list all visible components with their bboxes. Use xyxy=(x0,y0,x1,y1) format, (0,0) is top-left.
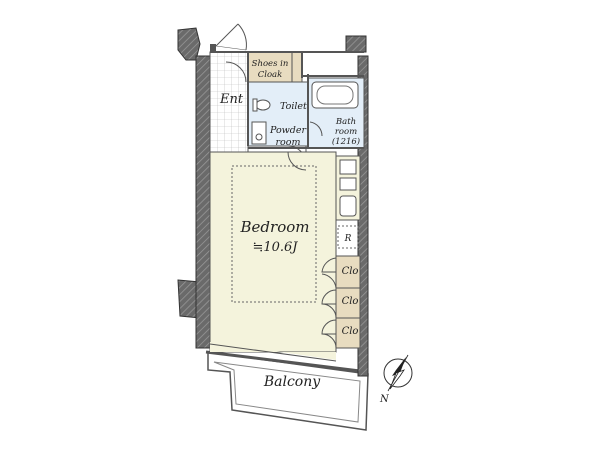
closet-label-3: Clo xyxy=(342,326,359,337)
bedroom-label: Bedroom xyxy=(240,218,310,236)
toilet-fixture xyxy=(252,98,271,112)
entrance-door[interactable] xyxy=(215,23,247,51)
bedroom-dashed-area xyxy=(231,165,317,303)
entrance-floor xyxy=(209,51,249,153)
bathtub xyxy=(311,81,359,109)
toilet-label: Toilet xyxy=(280,101,307,112)
powder-label-2: room xyxy=(276,137,301,148)
bath-label-1: Bath xyxy=(335,117,356,127)
entrance-label: Ent xyxy=(219,92,244,107)
closet-label-1: Clo xyxy=(342,266,359,277)
kitchen xyxy=(335,155,361,221)
balcony-window xyxy=(209,343,337,362)
powder-label-1: Powder xyxy=(269,125,308,136)
closet-label-2: Clo xyxy=(342,296,359,307)
refrigerator-label: R xyxy=(344,234,352,244)
sink-fixture xyxy=(251,121,267,145)
shoes-label-1: Shoes in xyxy=(252,59,289,69)
balcony-area xyxy=(205,350,369,431)
compass-icon xyxy=(383,354,413,392)
compass-north-label: N xyxy=(379,394,390,405)
shoes-label-2: Cloak xyxy=(258,70,283,80)
closets xyxy=(321,255,361,349)
bath-label-3: (1216) xyxy=(332,136,360,147)
bedroom-size: ≒10.6J xyxy=(252,240,298,255)
bath-label-2: room xyxy=(335,127,357,137)
interior-walls xyxy=(210,51,364,149)
bedroom-floor xyxy=(209,151,337,353)
balcony-label: Balcony xyxy=(263,374,321,390)
refrigerator-space xyxy=(337,225,359,249)
